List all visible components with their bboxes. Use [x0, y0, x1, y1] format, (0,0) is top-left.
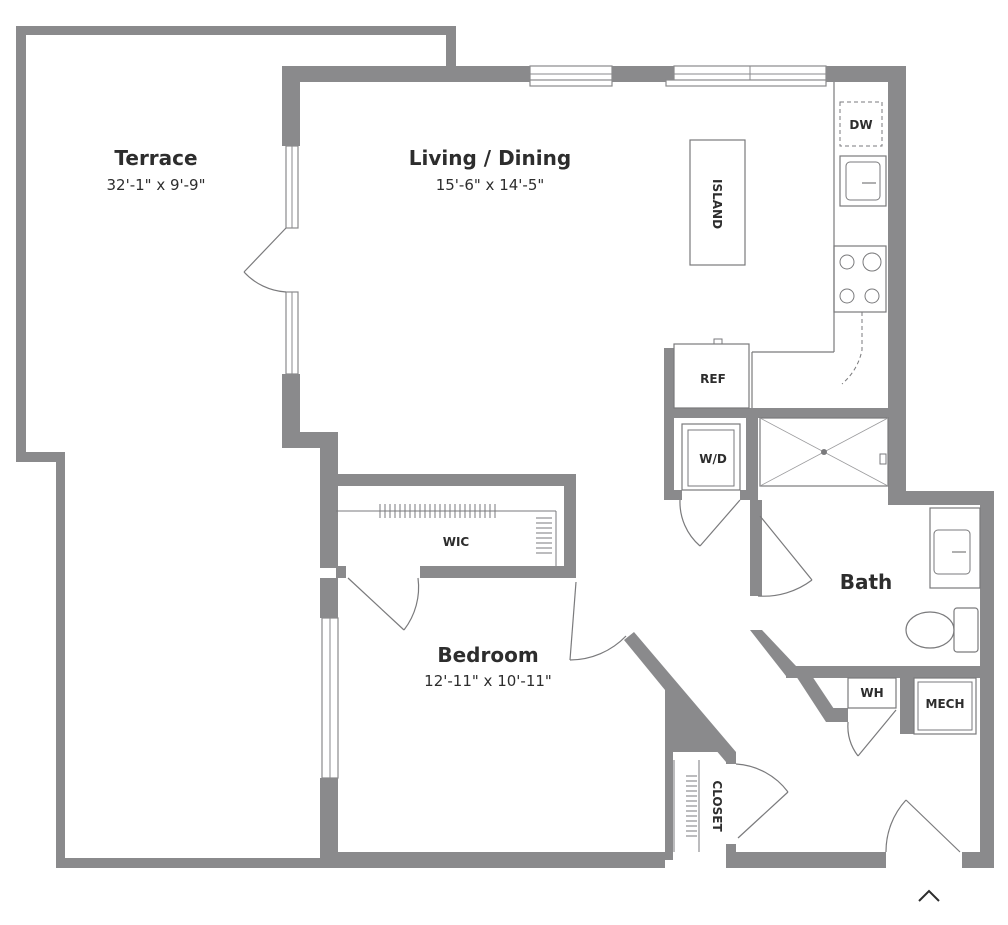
refrigerator — [673, 343, 750, 409]
chevron-up-icon — [918, 889, 940, 902]
terrace-name: Terrace — [114, 146, 197, 170]
interior-walls — [336, 348, 980, 860]
bedroom-dims: 12'-11" x 10'-11" — [424, 672, 552, 690]
kitchen-sink — [839, 155, 887, 207]
kitchen — [673, 82, 887, 409]
shower — [759, 417, 889, 487]
wic-shelving — [336, 504, 557, 566]
dw-label: DW — [849, 118, 872, 132]
island-label: ISLAND — [710, 179, 724, 229]
living-name: Living / Dining — [409, 146, 571, 170]
terrace-outline — [16, 26, 456, 868]
closet-label: CLOSET — [710, 780, 724, 832]
doors — [243, 227, 961, 853]
wh-label: WH — [860, 686, 883, 700]
wd-label: W/D — [699, 452, 727, 466]
mech-label: MECH — [926, 697, 965, 711]
island — [689, 139, 746, 266]
exterior-walls — [282, 66, 994, 868]
cooktop — [833, 245, 887, 313]
closet-rod — [673, 760, 700, 852]
ref-label: REF — [700, 372, 726, 386]
bedroom-name: Bedroom — [437, 643, 538, 667]
terrace-dims: 32'-1" x 9'-9" — [106, 176, 205, 194]
utility — [847, 677, 977, 735]
dishwasher — [839, 101, 883, 147]
bath-fixtures — [905, 507, 981, 653]
wic-label: WIC — [443, 535, 470, 549]
windows — [285, 65, 827, 779]
vanity — [929, 507, 981, 589]
bath-name: Bath — [840, 570, 893, 594]
living-dims: 15'-6" x 14'-5" — [436, 176, 545, 194]
laundry — [681, 423, 741, 491]
